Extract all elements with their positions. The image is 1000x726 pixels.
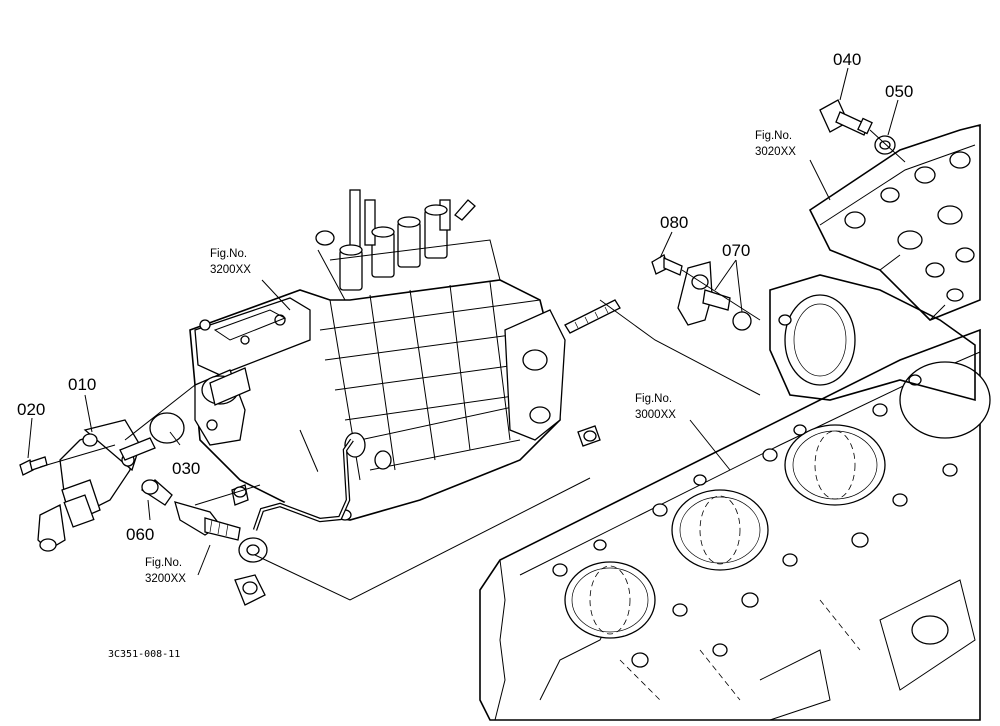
injection-pump-outline	[189, 189, 566, 521]
ref-pump-bottom-line1: Fig.No.	[145, 557, 182, 569]
o-ring-030	[149, 412, 185, 444]
ref-block-line1: Fig.No.	[635, 393, 672, 405]
sensor-060	[140, 479, 241, 541]
leader-lines	[27, 67, 906, 601]
bolt-080	[651, 254, 683, 276]
ref-head-line1: Fig.No.	[755, 130, 792, 142]
callout-010: 010	[68, 375, 96, 394]
callout-030: 030	[172, 459, 200, 478]
callout-040: 040	[833, 50, 861, 69]
sensor-070	[677, 261, 752, 331]
ref-head-line2: 3020XX	[755, 146, 796, 158]
callout-020: 020	[17, 400, 45, 419]
callout-060: 060	[126, 525, 154, 544]
callout-080: 080	[660, 213, 688, 232]
stud-bolts	[564, 299, 621, 447]
washer-050	[874, 135, 896, 155]
gear-case-outline	[769, 274, 976, 402]
stop-solenoid-010	[37, 419, 156, 552]
drawing-code: 3C351-008-11	[108, 649, 180, 660]
bolt-020	[19, 456, 48, 476]
fuel-pipe	[231, 438, 354, 606]
delivery-valves	[315, 189, 501, 301]
ref-pump-bottom-line2: 3200XX	[145, 573, 186, 585]
callout-050: 050	[885, 82, 913, 101]
callout-labels: 010 020 030 040 050 060 070 080	[17, 50, 913, 544]
sensor-040	[819, 99, 873, 136]
engine-block-outline	[479, 328, 991, 721]
ref-block-line2: 3000XX	[635, 409, 676, 421]
callout-070: 070	[722, 241, 750, 260]
ref-pump-top-line2: 3200XX	[210, 264, 251, 276]
ref-pump-top-line1: Fig.No.	[210, 248, 247, 260]
cylinder-head-outline	[808, 123, 981, 321]
figure-references: Fig.No. 3200XX Fig.No. 3200XX Fig.No. 30…	[145, 130, 796, 585]
